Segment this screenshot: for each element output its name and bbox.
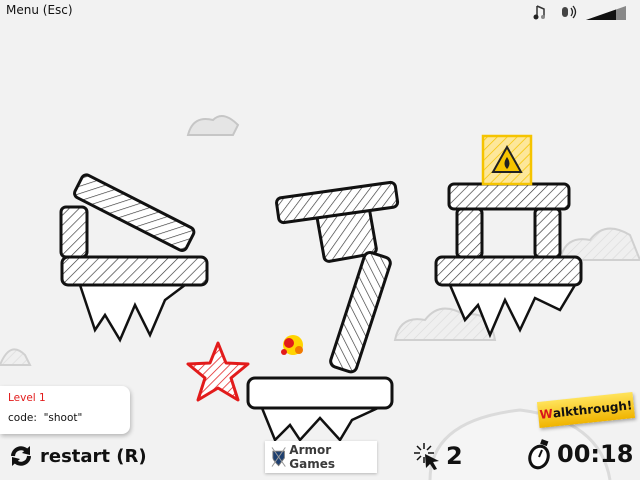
- red-star-player: [186, 341, 250, 402]
- restart-button[interactable]: restart (R): [8, 443, 147, 469]
- wood-plank: [275, 180, 400, 225]
- left-island: [59, 173, 209, 343]
- wood-plank: [60, 255, 209, 287]
- music-note-icon[interactable]: [532, 3, 550, 21]
- static-platform: [246, 376, 394, 410]
- level-info-panel: Level 1 code: "shoot": [0, 386, 130, 434]
- restart-label: restart (R): [40, 445, 147, 467]
- click-counter: 2: [412, 441, 463, 471]
- wood-block: [59, 205, 89, 259]
- wood-plank: [329, 250, 392, 374]
- click-count: 2: [446, 442, 463, 470]
- walkthrough-label: alkthrough!: [552, 398, 633, 421]
- level-code-label: code:: [8, 412, 37, 424]
- level-code: code: "shoot": [8, 412, 82, 424]
- explosion-effect: [281, 335, 303, 355]
- background-clouds: [0, 115, 640, 480]
- wood-plank: [73, 173, 196, 252]
- click-cursor-icon: [414, 443, 439, 470]
- middle-structure: [246, 180, 400, 443]
- level-code-value: "shoot": [43, 412, 83, 424]
- level-name: Level 1: [8, 392, 46, 404]
- right-island: [434, 182, 583, 339]
- flammable-target-box: [481, 134, 533, 186]
- timer-value: 00:18: [557, 440, 634, 468]
- shield-icon: [271, 447, 286, 467]
- stopwatch-icon: [528, 439, 550, 470]
- armor-games-label: Armor Games: [289, 443, 336, 471]
- timer: 00:18: [527, 438, 633, 470]
- speaker-icon[interactable]: [560, 3, 578, 21]
- volume-slider[interactable]: [586, 6, 626, 20]
- refresh-icon: [11, 446, 31, 466]
- armor-games-logo-link[interactable]: Armor Games: [265, 441, 377, 473]
- menu-button[interactable]: Menu (Esc): [6, 3, 73, 17]
